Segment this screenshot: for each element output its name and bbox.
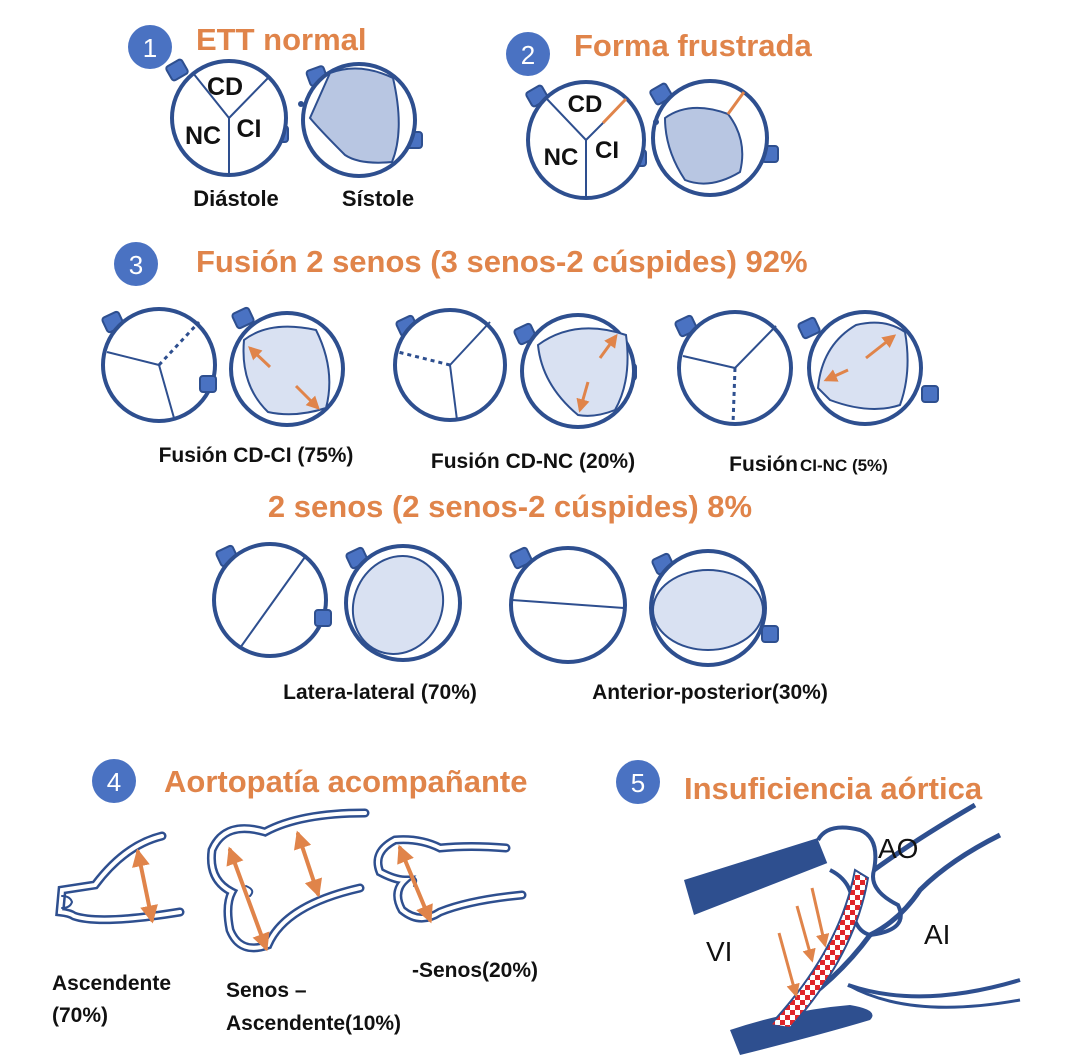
valve-antpost-diastole (509, 546, 627, 664)
label-fusion-prefix: Fusión (729, 453, 798, 476)
valve-latero-diastole (212, 542, 328, 658)
cusp-label-nc: NC (544, 144, 579, 171)
section-title: Fusión 2 senos (3 senos-2 cúspides) 92% (196, 244, 808, 279)
label-ai: AI (924, 919, 950, 950)
aorta-ascendente (55, 831, 185, 925)
label-senos-ascendente: Ascendente(10%) (226, 1012, 401, 1035)
label-senos: Senos – (226, 979, 307, 1002)
label-ascendente-pct: (70%) (52, 1004, 108, 1027)
cusp-label-cd: CD (568, 91, 603, 118)
label-anterior-posterior: Anterior-posterior(30%) (592, 681, 828, 704)
section-badge (128, 25, 172, 69)
cusp-label-ci: CI (237, 115, 262, 143)
label-senos-only: -Senos(20%) (412, 959, 538, 982)
section-fusion-2-senos: 3 Fusión 2 senos (3 senos-2 cúspides) 92… (101, 242, 939, 476)
section-insuficiencia: 5 Insuficiencia aórtica AO AI VI (616, 760, 1021, 1055)
label-diastole: Diástole (193, 186, 279, 211)
section-title: ETT normal (196, 22, 367, 57)
section-ett-normal: 1 ETT normal CD NC CI Diástole Sístole (128, 22, 423, 211)
valve-antpost-systole (649, 549, 779, 667)
cusp-label-nc: NC (185, 122, 221, 150)
cusp-label-cd: CD (207, 73, 243, 101)
section-forma-frustrada: 2 Forma frustrada CD NC CI (506, 28, 812, 200)
aorta-senos (373, 835, 527, 924)
valve-fusion-cd-ci-systole (199, 306, 345, 427)
label-latero-lateral: Latera-lateral (70%) (283, 681, 477, 704)
label-fusion-cd-nc: Fusión CD-NC (20%) (431, 450, 635, 473)
section-title: Insuficiencia aórtica (684, 771, 983, 806)
badge-number: 5 (631, 768, 645, 798)
valve-fusion-ci-nc-diastole (674, 310, 793, 426)
valve-latero-systole (314, 544, 462, 662)
valve-systole (298, 62, 423, 178)
section-aortopatia: 4 Aortopatía acompañante Ascendente (70%… (52, 759, 538, 1035)
label-fusion-cd-ci: Fusión CD-CI (75%) (159, 444, 354, 467)
heart-schematic (684, 802, 1021, 1055)
section-badge (616, 760, 660, 804)
valve-fusion-cd-nc-systole (513, 313, 637, 429)
section-badge (506, 32, 550, 76)
valve-diastole (165, 58, 289, 177)
label-ao: AO (878, 833, 918, 864)
section-title: 2 senos (2 senos-2 cúspides) 8% (268, 489, 752, 524)
badge-number: 3 (129, 250, 143, 280)
cusp-label-ci: CI (595, 137, 619, 164)
valve-systole (649, 79, 779, 197)
label-ascendente: Ascendente (52, 972, 171, 995)
valve-fusion-ci-nc-systole (797, 310, 939, 426)
section-badge (92, 759, 136, 803)
valve-fusion-cd-nc-diastole (393, 308, 507, 422)
badge-number: 2 (521, 40, 535, 70)
badge-number: 4 (107, 767, 121, 797)
section-badge (114, 242, 158, 286)
section-title: Aortopatía acompañante (164, 764, 527, 799)
valve-fusion-cd-ci-diastole (101, 307, 217, 423)
label-sistole: Sístole (342, 186, 414, 211)
section-2-senos: 2 senos (2 senos-2 cúspides) 8% Latera-l… (212, 489, 828, 704)
valve-diastole (525, 80, 647, 200)
badge-number: 1 (143, 33, 157, 63)
aorta-senos-ascendente (206, 808, 370, 953)
label-vi: VI (706, 936, 732, 967)
label-fusion-ci-nc: CI-NC (5%) (800, 456, 888, 475)
section-title: Forma frustrada (574, 28, 812, 63)
